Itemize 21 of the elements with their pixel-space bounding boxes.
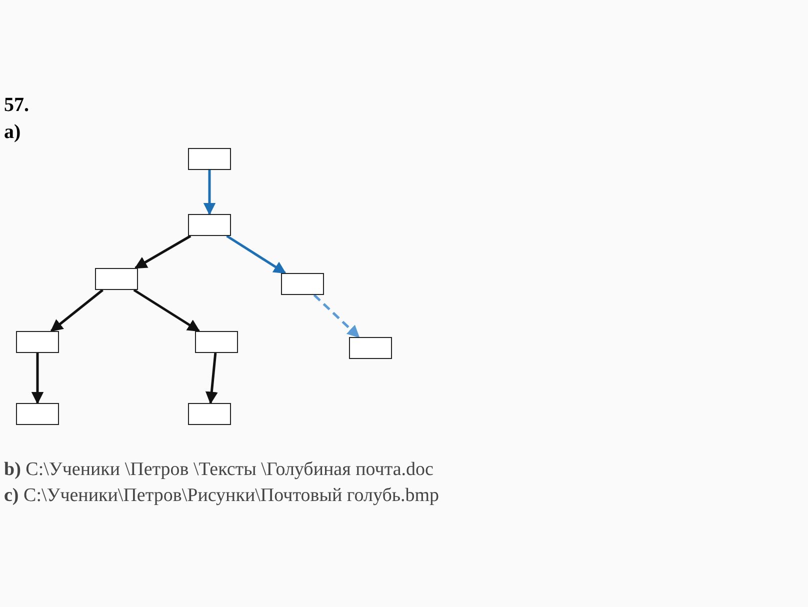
empty-box: [16, 403, 59, 425]
empty-box: [16, 331, 59, 353]
arrow: [226, 234, 286, 274]
file-path: b) C:\Ученики \Петров \Тексты \Голубиная почта.doc: [4, 458, 434, 482]
empty-box: [188, 214, 231, 236]
part-label: a): [4, 120, 21, 145]
file-path: c) C:\Ученики\Петров\Рисунки\Почтовый голубь.bmp: [4, 484, 440, 508]
arrow: [31, 353, 44, 404]
arrow: [313, 294, 360, 338]
empty-box: [95, 268, 138, 290]
arrow: [134, 234, 192, 270]
task-number: 57.: [4, 93, 29, 118]
empty-box: [281, 273, 324, 295]
arrow: [205, 352, 218, 404]
arrow: [133, 288, 200, 332]
empty-box: [188, 148, 231, 170]
empty-box: [195, 331, 238, 353]
empty-box: [349, 337, 392, 359]
arrow: [50, 289, 104, 332]
empty-box: [188, 403, 231, 425]
arrow: [203, 170, 216, 216]
